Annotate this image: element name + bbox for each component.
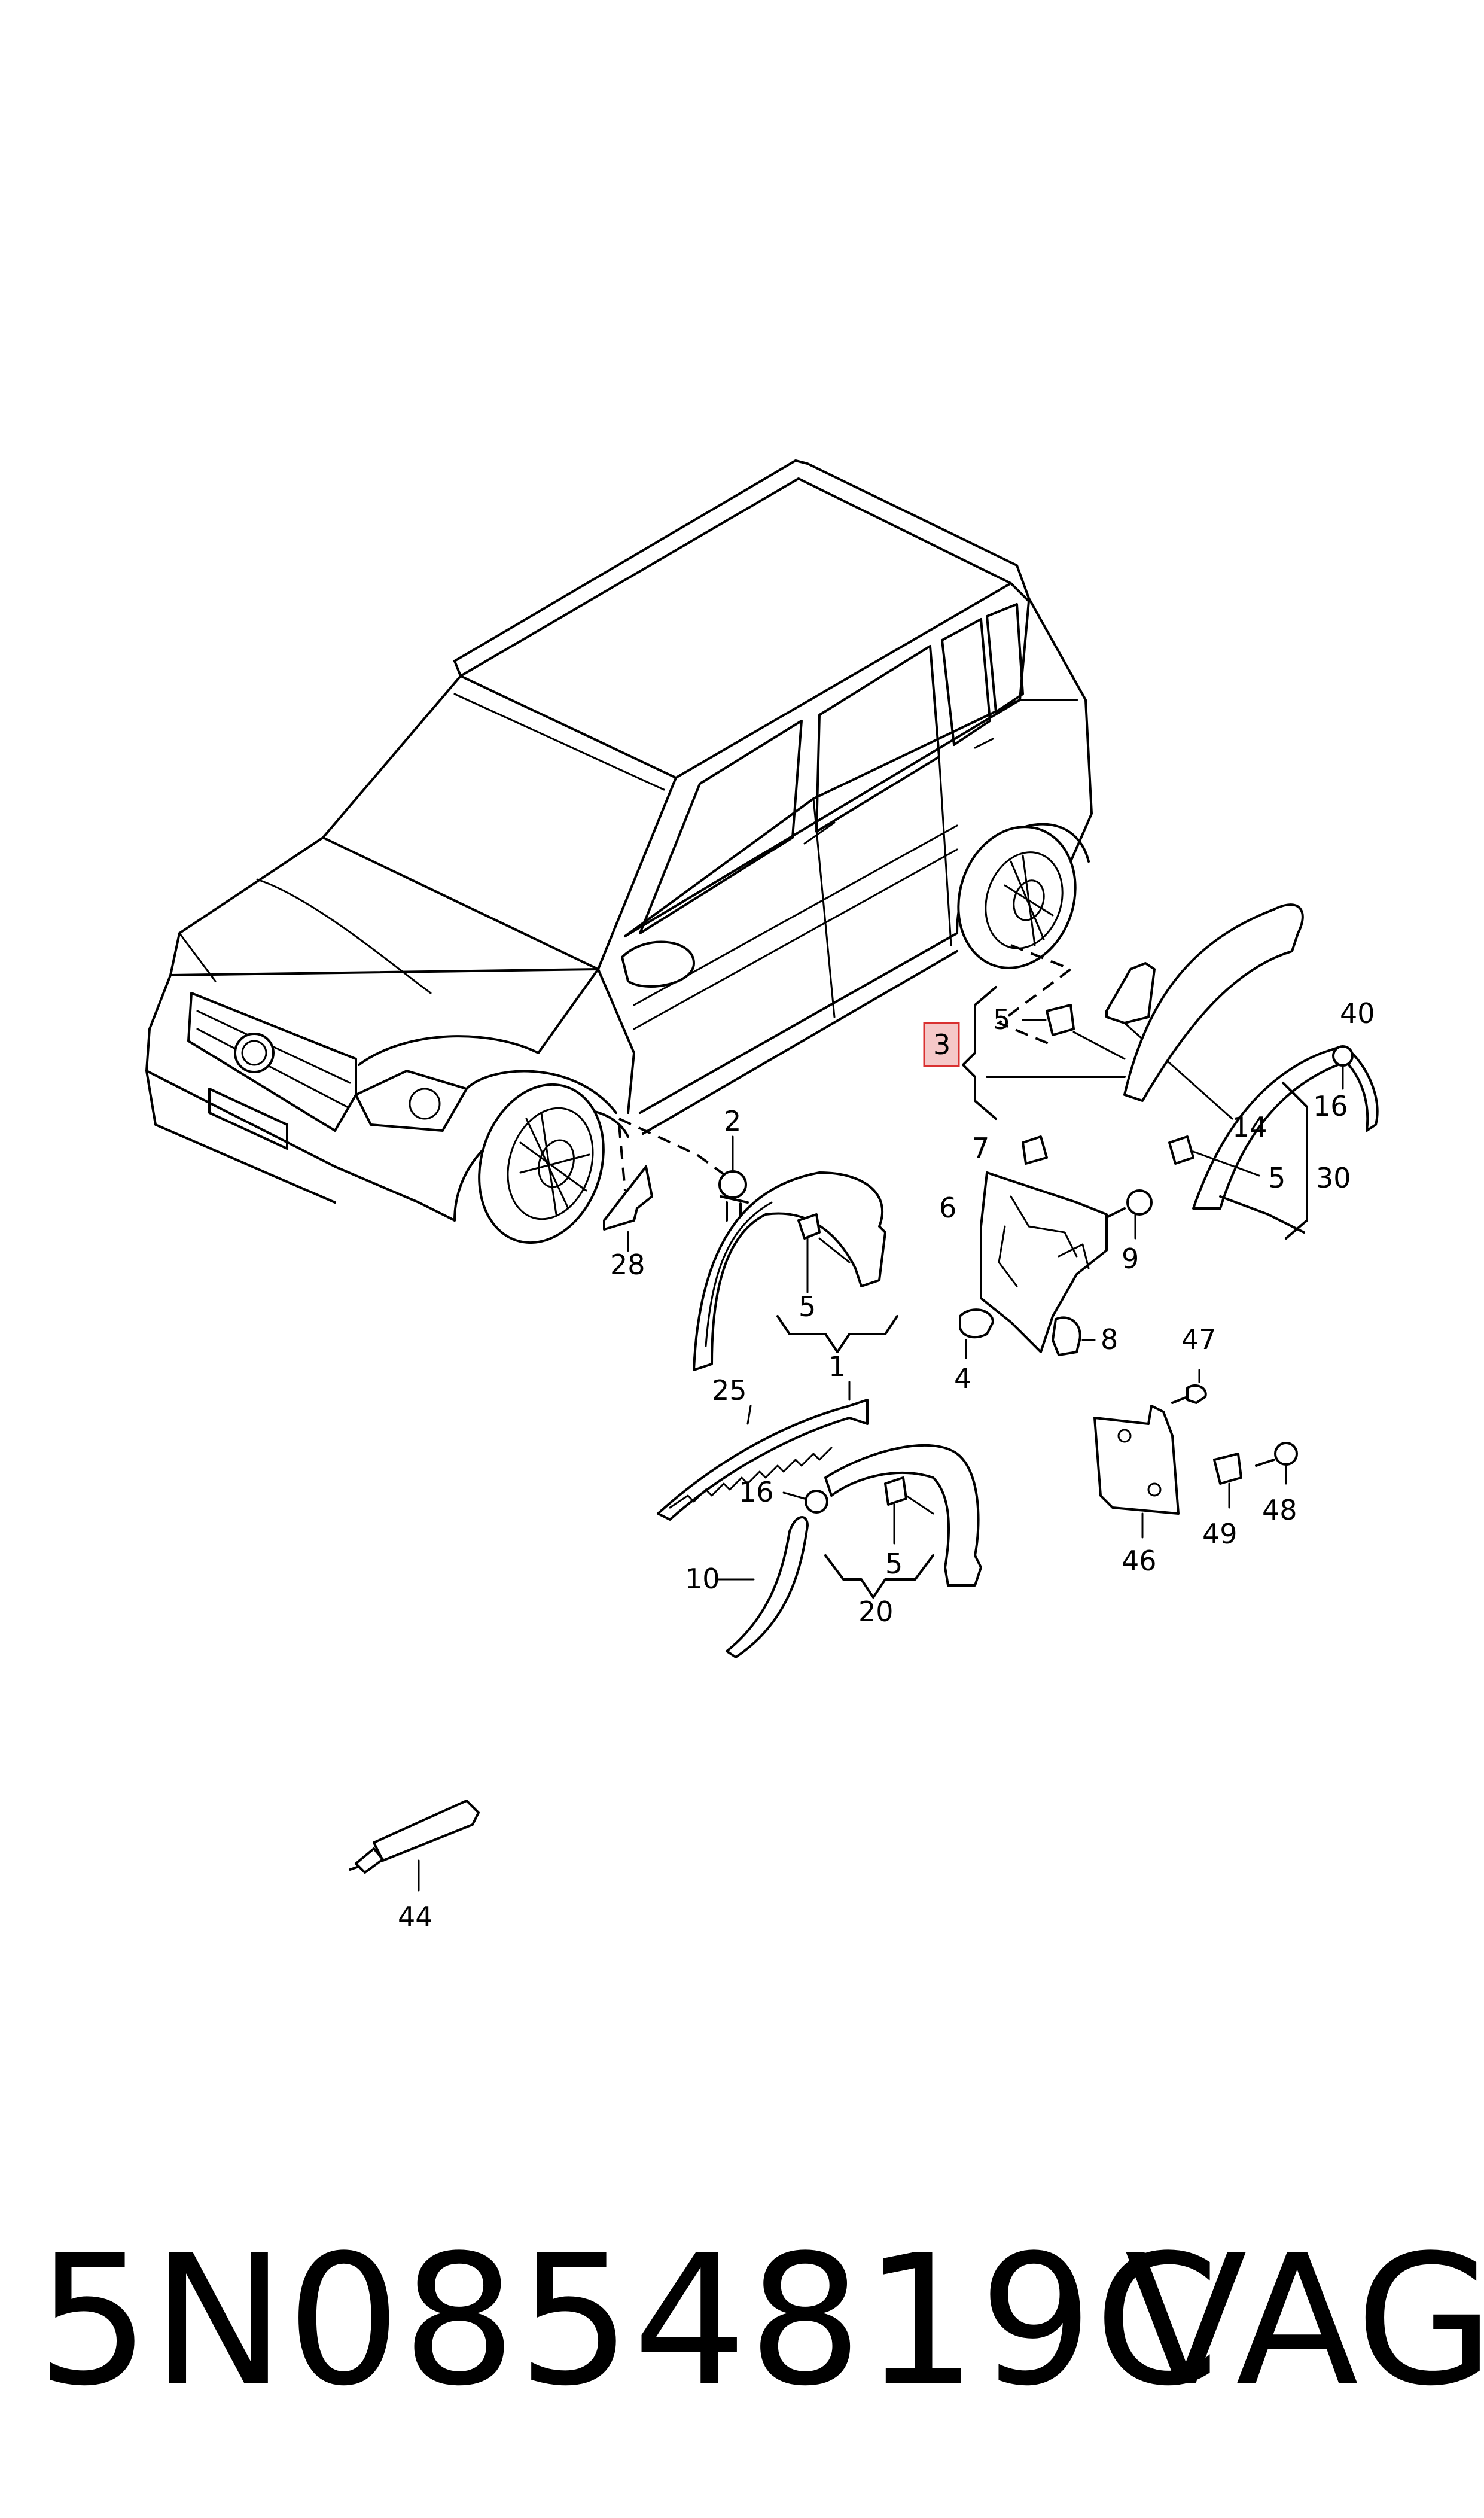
part-5-clip-b [1046,1004,1075,1036]
part-25-seal [657,1399,869,1521]
callout-5-d: 5 [885,1548,903,1580]
callout-40: 40 [1340,997,1375,1030]
part-20-arch-trim [824,1444,982,1587]
callout-9: 9 [1122,1243,1139,1275]
part-5-clip-a [797,1213,821,1240]
callout-44: 44 [398,1901,433,1933]
part-40-strip [1348,1052,1379,1132]
part-44-tube [373,1800,480,1862]
part-46-mudflap [1093,1405,1180,1515]
callout-30: 30 [1316,1162,1351,1194]
callout-1: 1 [828,1350,846,1383]
parts [349,903,1379,1892]
callout-28: 28 [610,1249,645,1281]
part-5-clip-c [1168,1135,1194,1165]
callout-48: 48 [1262,1494,1297,1526]
callout-49: 49 [1202,1518,1238,1550]
brand-name: VAG [1125,2216,1484,2425]
leader-dashed-front [618,1118,731,1180]
part-16-clip-b [1332,1045,1354,1067]
callout-5-a: 5 [799,1290,816,1323]
part-number: 5N0854819C [36,2216,1221,2425]
part-4-plug [959,1308,994,1339]
callout-47: 47 [1181,1323,1217,1356]
part-48-screw [1274,1442,1298,1466]
callout-6: 6 [939,1192,956,1224]
callout-3: 3 [933,1028,950,1061]
callout-labels: 2 28 5 1 3 5 14 7 6 9 5 30 40 16 4 8 47 … [398,997,1375,1933]
part-5-clip-d [884,1476,907,1506]
part-9-screw [1126,1189,1153,1216]
part-7-clip [1022,1135,1048,1165]
part-16-clip-a [805,1490,828,1514]
callout-14: 14 [1232,1111,1267,1143]
highlight-box-part-3 [923,1022,960,1067]
part-8-nut [1052,1316,1081,1356]
part-6-mudguard [980,1171,1108,1353]
part-28-bracket [603,1165,653,1231]
part-47-screw [1186,1384,1207,1404]
part-bracket-rear [1105,962,1156,1024]
callout-2: 2 [724,1105,741,1137]
vehicle-outline [145,459,1093,1244]
callout-46: 46 [1122,1545,1157,1577]
callout-5-c: 5 [1268,1162,1285,1194]
leader-dashed-rear [996,944,1074,1045]
callout-8: 8 [1101,1323,1118,1356]
callout-25: 25 [712,1374,747,1406]
part-1-arch-trim [693,1171,886,1371]
callout-5-b: 5 [993,1003,1010,1036]
part-49-nut [1213,1453,1242,1485]
part-10-strip [726,1516,809,1658]
callout-16-a: 16 [739,1476,774,1508]
part-3-rear-arch [1123,903,1304,1102]
callout-20: 20 [858,1596,894,1628]
callout-16-b: 16 [1313,1090,1348,1122]
callout-4: 4 [954,1362,971,1395]
callout-7: 7 [972,1132,989,1164]
callout-10: 10 [685,1563,720,1595]
part-2-clip [718,1170,747,1199]
